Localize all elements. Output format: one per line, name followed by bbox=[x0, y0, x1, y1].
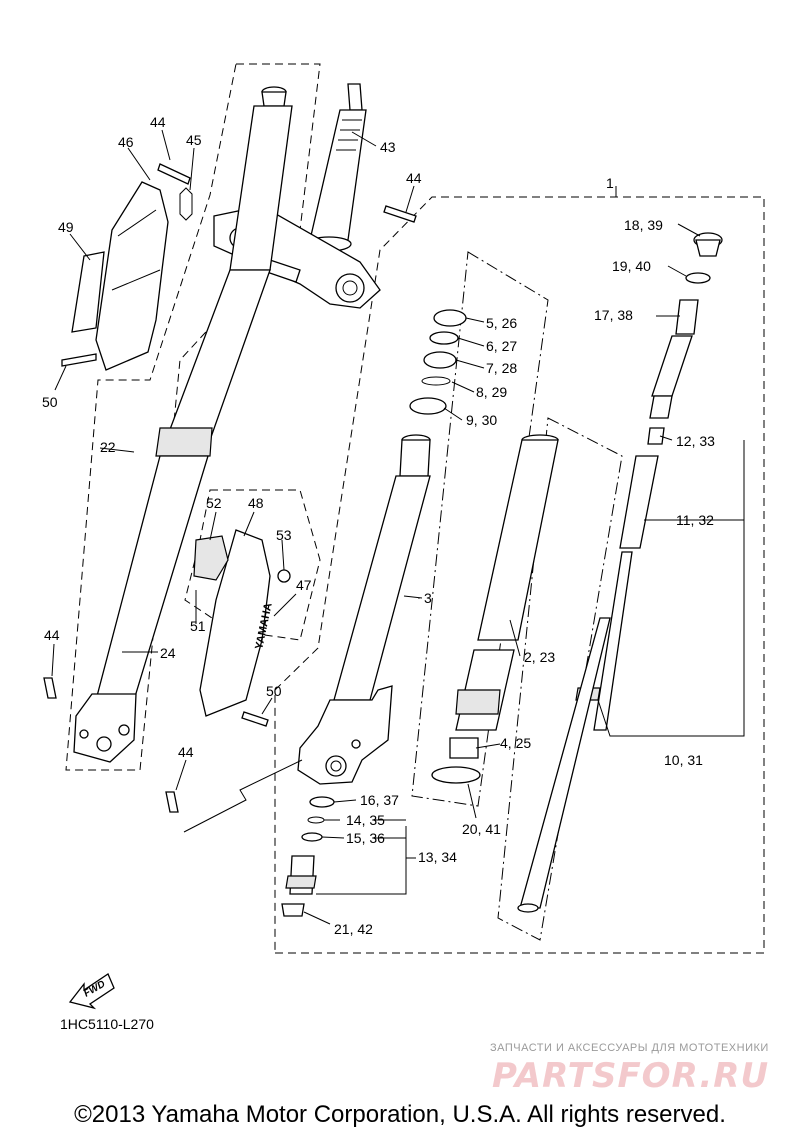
callout-4-25: 4, 25 bbox=[500, 735, 531, 751]
bolt-44-bottom bbox=[165, 791, 179, 813]
callout-44-top: 44 bbox=[150, 114, 166, 130]
steering-stem bbox=[306, 83, 367, 252]
damper-rod-assembly bbox=[517, 232, 723, 913]
copyright-notice: ©2013 Yamaha Motor Corporation, U.S.A. A… bbox=[74, 1101, 726, 1128]
right-fork-assembly-outline bbox=[274, 196, 765, 954]
callout-20-41: 20, 41 bbox=[462, 821, 501, 837]
outer-fork-assembly-outline bbox=[65, 63, 321, 771]
callout-43: 43 bbox=[380, 139, 396, 155]
bolt-44-bottom-left bbox=[43, 677, 57, 699]
leader-lines bbox=[51, 129, 745, 925]
callouts: 1 2, 23 3 4, 25 5, 26 6, 27 7, 28 8, 29 … bbox=[42, 114, 715, 937]
callout-13-34: 13, 34 bbox=[418, 849, 457, 865]
callout-48: 48 bbox=[248, 495, 264, 511]
callout-24: 24 bbox=[160, 645, 176, 661]
callout-49: 49 bbox=[58, 219, 74, 235]
forward-arrow-icon: FWD bbox=[68, 973, 115, 1010]
callout-44-bottom: 44 bbox=[178, 744, 194, 760]
callout-53: 53 bbox=[276, 527, 292, 543]
callout-7-28: 7, 28 bbox=[486, 360, 517, 376]
lower-bushings bbox=[431, 737, 481, 784]
callout-47: 47 bbox=[296, 577, 312, 593]
inner-tube-group-outline bbox=[497, 417, 623, 941]
clip-45 bbox=[179, 187, 193, 221]
callout-11-32: 11, 32 bbox=[676, 512, 714, 528]
callout-50-upper: 50 bbox=[42, 394, 58, 410]
callout-9-30: 9, 30 bbox=[466, 412, 497, 428]
callout-1: 1 bbox=[606, 175, 614, 191]
bolt-50-lower bbox=[241, 711, 269, 727]
callout-2-23: 2, 23 bbox=[524, 649, 555, 665]
callout-51: 51 bbox=[190, 618, 206, 634]
callout-17-38: 17, 38 bbox=[594, 307, 633, 323]
callout-6-27: 6, 27 bbox=[486, 338, 517, 354]
callout-16-37: 16, 37 bbox=[360, 792, 399, 808]
upper-fork-guard bbox=[95, 181, 169, 371]
callout-21-42: 21, 42 bbox=[334, 921, 373, 937]
callout-22: 22 bbox=[100, 439, 116, 455]
inner-tube bbox=[297, 434, 431, 785]
callout-44-right: 44 bbox=[406, 170, 422, 186]
callout-3: 3 bbox=[424, 590, 432, 606]
base-valve-assembly bbox=[281, 796, 335, 917]
callout-12-33: 12, 33 bbox=[676, 433, 715, 449]
seal-group-outline bbox=[411, 251, 549, 807]
bolt-50-upper bbox=[61, 353, 97, 367]
callout-10-31: 10, 31 bbox=[664, 752, 703, 768]
callout-18-39: 18, 39 bbox=[624, 217, 663, 233]
callout-52: 52 bbox=[206, 495, 222, 511]
bolt-44-top bbox=[157, 163, 191, 185]
nut-53 bbox=[277, 569, 291, 583]
callout-45: 45 bbox=[186, 132, 202, 148]
outer-tube-section bbox=[455, 434, 559, 731]
reflector-sticker bbox=[71, 251, 105, 333]
callout-50-lower: 50 bbox=[266, 683, 282, 699]
watermark-tagline: ЗАПЧАСТИ И АКСЕССУАРЫ ДЛЯ МОТОТЕХНИКИ bbox=[490, 1042, 769, 1054]
callout-46: 46 bbox=[118, 134, 134, 150]
diagram-code: 1HC5110-L270 bbox=[60, 1016, 154, 1032]
bolt-44-right bbox=[383, 205, 417, 223]
guard-clamp bbox=[193, 535, 229, 581]
callout-44-left: 44 bbox=[44, 627, 60, 643]
callout-15-36: 15, 36 bbox=[346, 830, 385, 846]
seals-stack bbox=[409, 309, 467, 415]
callout-5-26: 5, 26 bbox=[486, 315, 517, 331]
callout-14-35: 14, 35 bbox=[346, 812, 385, 828]
outer-tube-left bbox=[73, 86, 293, 763]
watermark-logo: PARTSFOR.RU bbox=[492, 1056, 770, 1096]
callout-19-40: 19, 40 bbox=[612, 258, 651, 274]
callout-8-29: 8, 29 bbox=[476, 384, 507, 400]
